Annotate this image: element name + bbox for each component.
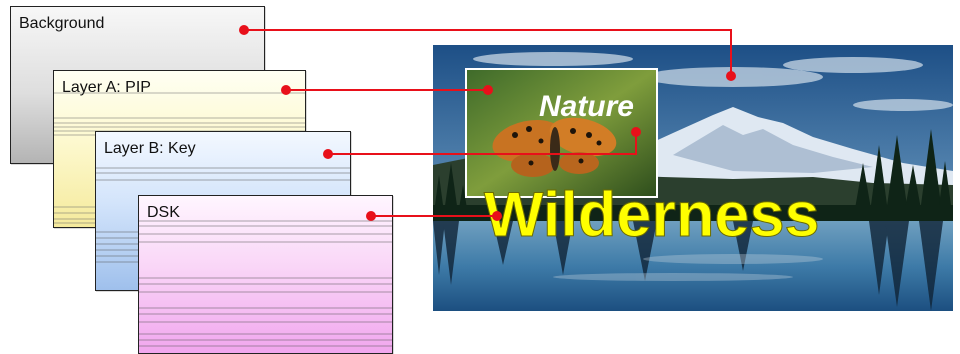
landscape-scene xyxy=(433,45,953,311)
composite-output-image xyxy=(433,45,953,311)
layer-card-dsk: DSK xyxy=(138,195,393,354)
layer-label-dsk: DSK xyxy=(147,204,180,221)
layer-label-b-key: Layer B: Key xyxy=(104,140,196,157)
layer-label-background: Background xyxy=(19,15,105,32)
layer-dsk-stripes xyxy=(139,220,392,347)
layer-label-a-pip: Layer A: PIP xyxy=(62,79,151,96)
